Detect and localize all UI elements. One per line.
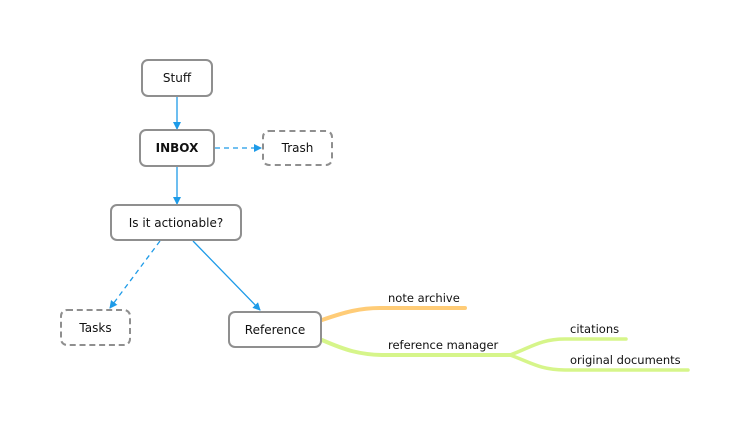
node-trash[interactable]: Trash — [262, 130, 333, 166]
node-tasks[interactable]: Tasks — [60, 309, 131, 346]
node-inbox[interactable]: INBOX — [139, 129, 215, 167]
branch-label-note-archive[interactable]: note archive — [388, 291, 460, 305]
branch-label-reference-manager[interactable]: reference manager — [388, 338, 499, 352]
node-reference[interactable]: Reference — [228, 311, 322, 348]
branch-citations — [508, 337, 628, 357]
edge-actionable-tasks — [109, 240, 161, 309]
branch-reference-manager — [320, 338, 514, 357]
node-stuff[interactable]: Stuff — [141, 59, 213, 97]
node-actionable-label: Is it actionable? — [128, 215, 224, 230]
node-trash-label: Trash — [281, 141, 314, 155]
node-inbox-label: INBOX — [155, 141, 199, 155]
node-tasks-label: Tasks — [79, 320, 112, 335]
node-actionable[interactable]: Is it actionable? — [110, 204, 242, 241]
edge-actionable-reference — [192, 240, 261, 311]
branch-note-archive — [320, 306, 467, 322]
branch-label-citations[interactable]: citations — [570, 322, 620, 336]
node-reference-label: Reference — [244, 322, 306, 337]
node-stuff-label: Stuff — [162, 71, 192, 85]
branch-original-documents — [508, 353, 690, 372]
branch-label-original-documents[interactable]: original documents — [570, 353, 681, 367]
